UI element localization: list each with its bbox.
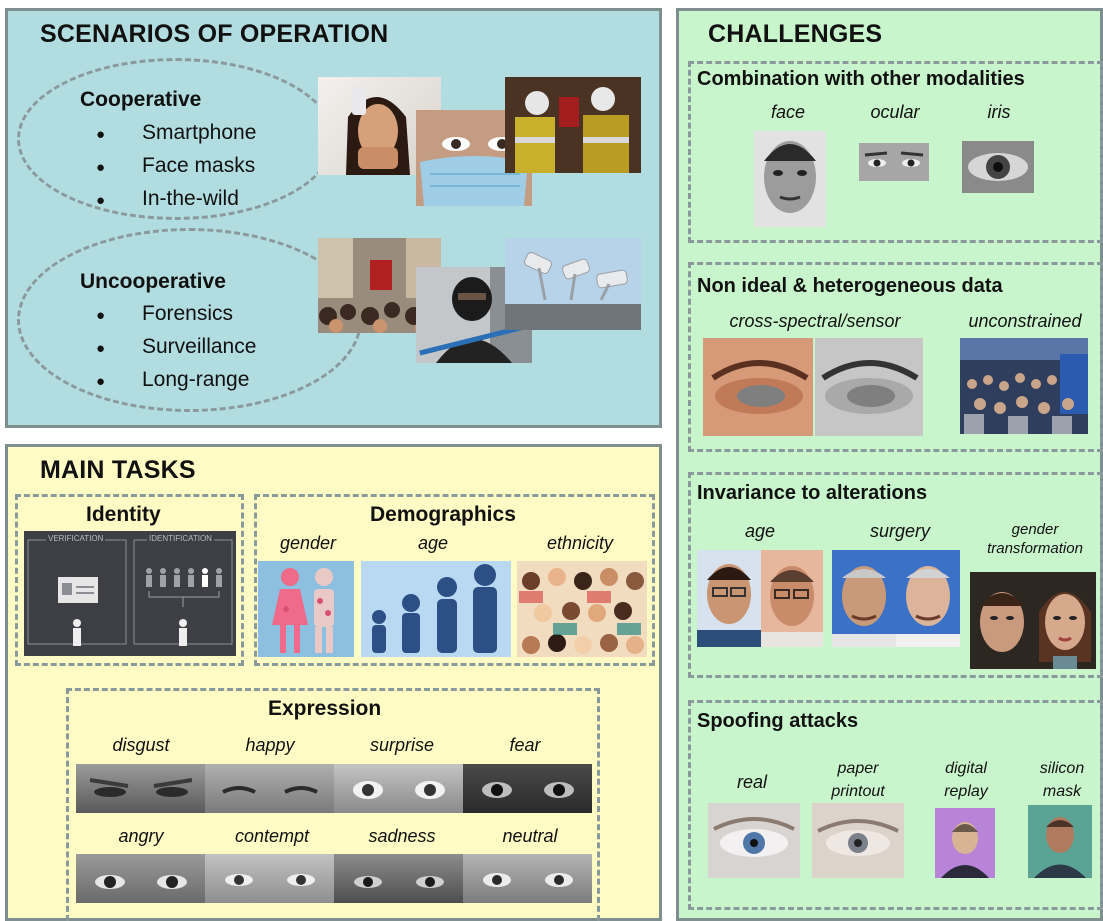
list-item: ●Face masks (96, 154, 256, 177)
surgery-before-image (832, 550, 896, 647)
expression-image (463, 764, 592, 813)
face-image (754, 131, 826, 227)
crowd-subway-image (960, 338, 1088, 434)
gender-transform-before-image (970, 572, 1033, 669)
age-old-image (761, 550, 823, 647)
gender-illustration (258, 561, 354, 657)
surveillance-cameras-photo (505, 238, 641, 330)
identity-box (15, 494, 244, 666)
nonideal-title: Non ideal & heterogeneous data (697, 275, 1003, 297)
invariance-box (688, 472, 1103, 678)
demographics-box (254, 494, 655, 666)
expression-image (334, 764, 463, 813)
surgery-label: surgery (869, 521, 931, 541)
main-tasks-title: MAIN TASKS (40, 456, 196, 484)
spoofing-title: Spoofing attacks (697, 710, 859, 732)
verification-label: VERIFICATION (46, 534, 106, 543)
age-young-image (697, 550, 761, 647)
identification-label: IDENTIFICATION (147, 534, 214, 543)
angry-label: angry (118, 826, 164, 846)
surgery-after-image (896, 550, 960, 647)
silicon-mask-label: silicon mask (1039, 760, 1085, 800)
list-item: ●Long-range (96, 368, 250, 391)
ocular-label: ocular (870, 102, 920, 122)
firefighters-photo (505, 77, 641, 173)
age-illustration (361, 561, 511, 657)
ethnicity-label: ethnicity (546, 533, 614, 553)
contempt-label: contempt (234, 826, 310, 846)
spoofing-box (688, 700, 1103, 910)
expression-image (205, 764, 334, 813)
gender-transform-after-image (1033, 572, 1096, 669)
expression-image (205, 854, 334, 903)
identity-illustration: VERIFICATION IDENTIFICATION (24, 531, 236, 656)
list-item: ●Surveillance (96, 335, 257, 358)
main-tasks-panel (5, 444, 662, 921)
unconstrained-label: unconstrained (968, 311, 1082, 331)
real-label: real (736, 772, 767, 792)
iris-image (962, 141, 1034, 193)
age-label: age (417, 533, 449, 553)
disgust-label: disgust (112, 735, 170, 755)
gender-label: gender (279, 533, 337, 553)
digital-replay-image (935, 808, 995, 878)
uncooperative-list: ●Forensics ●Surveillance ●Long-range (96, 298, 256, 397)
expression-image (76, 854, 205, 903)
list-item: ●Smartphone (96, 121, 257, 144)
expression-title: Expression (268, 697, 382, 720)
scenarios-title: SCENARIOS OF OPERATION (40, 20, 389, 48)
challenges-title: CHALLENGES (708, 20, 883, 48)
combination-box (688, 61, 1103, 243)
expression-image (76, 764, 205, 813)
demographics-title: Demographics (370, 503, 516, 526)
ocular-image (859, 143, 929, 181)
sadness-label: sadness (368, 826, 436, 846)
list-item: ●Forensics (96, 302, 234, 325)
uncooperative-title: Uncooperative (80, 270, 226, 293)
ethnicity-illustration (517, 561, 647, 657)
surprise-label: surprise (369, 735, 435, 755)
nir-eye-image (815, 338, 923, 436)
expression-image (334, 854, 463, 903)
expression-image (463, 854, 592, 903)
paper-printout-label: paper printout (831, 760, 885, 800)
neutral-label: neutral (502, 826, 558, 846)
happy-label: happy (245, 735, 295, 755)
cross-spectral-label: cross-spectral/sensor (729, 311, 901, 331)
digital-replay-label: digital replay (944, 760, 988, 800)
nonideal-box (688, 262, 1103, 452)
gender-transformation-label: gender transformation (987, 521, 1083, 557)
face-label: face (770, 102, 806, 122)
expression-box (66, 688, 600, 921)
list-item: ●In-the-wild (96, 187, 239, 210)
cooperative-list: ●Smartphone ●Face masks ●In-the-wild (96, 117, 256, 216)
identity-title: Identity (86, 503, 161, 526)
silicon-mask-image (1028, 805, 1092, 878)
iris-label: iris (987, 102, 1011, 122)
color-eye-image (703, 338, 813, 436)
expression-row-1 (76, 764, 592, 813)
paper-printout-image (812, 803, 904, 878)
cooperative-title: Cooperative (80, 88, 202, 111)
combination-title: Combination with other modalities (697, 68, 1025, 90)
real-eye-image (708, 803, 800, 878)
age-label-challenge: age (744, 521, 776, 541)
expression-row-2 (76, 854, 592, 903)
face-mask-photo (416, 110, 532, 206)
invariance-title: Invariance to alterations (697, 482, 928, 504)
fear-label: fear (509, 735, 541, 755)
